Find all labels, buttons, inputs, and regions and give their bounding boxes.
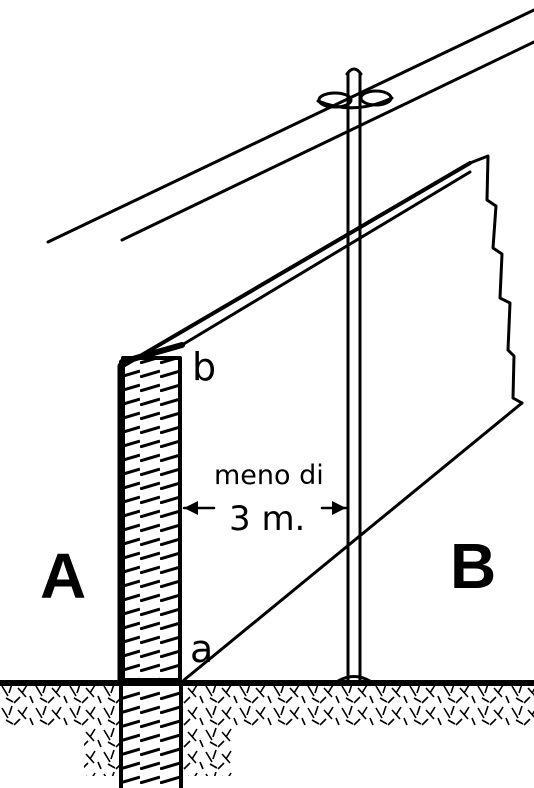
- foundation: [119, 682, 183, 788]
- distance-text-line2: 3 m.: [229, 499, 305, 539]
- region-label-a: A: [40, 540, 86, 612]
- power-lines: [46, 8, 534, 244]
- utility-pole: [336, 67, 372, 683]
- region-label-b: B: [450, 530, 496, 602]
- label-b-top: b: [192, 345, 216, 389]
- distance-text-line1: meno di: [214, 460, 324, 491]
- building-far-edge: [468, 154, 524, 405]
- wall-top-edge: [121, 161, 472, 368]
- wall-base-diagonal: [182, 401, 524, 682]
- pole-insulators: [316, 89, 394, 110]
- hatched-wall-section: [117, 342, 185, 684]
- ground: [0, 680, 534, 776]
- label-a-bottom: a: [190, 627, 213, 671]
- distance-dimension: [182, 501, 348, 515]
- pole-base: [336, 675, 372, 683]
